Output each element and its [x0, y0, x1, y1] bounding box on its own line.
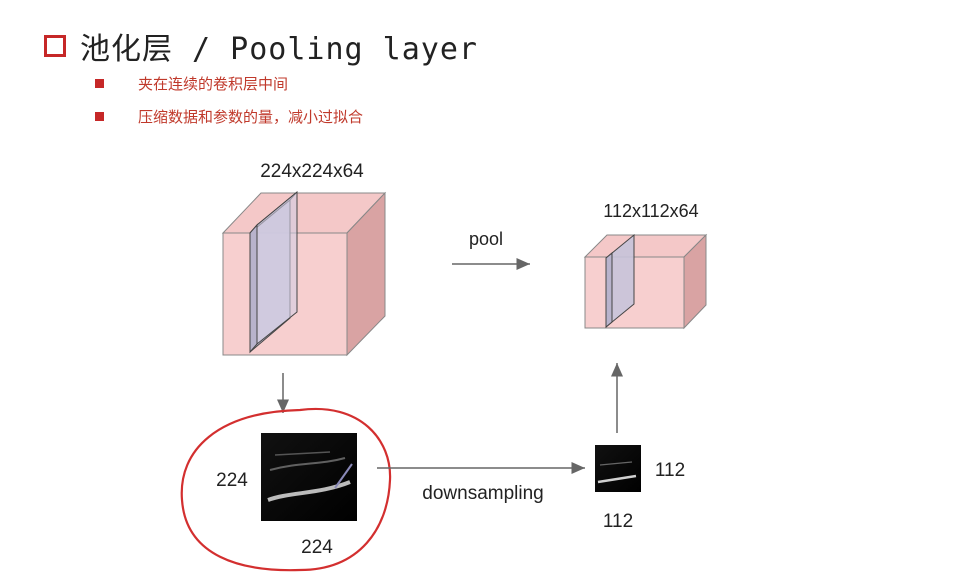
output-volume-cube	[585, 235, 706, 328]
downsampling-label: downsampling	[422, 483, 543, 504]
output-feature-map	[595, 445, 641, 492]
input-map-width-label: 224	[301, 537, 333, 558]
output-volume-label: 112x112x64	[603, 201, 698, 221]
pool-label: pool	[469, 229, 503, 249]
input-map-height-label: 224	[216, 470, 248, 491]
output-map-height-label: 112	[655, 460, 685, 481]
input-volume-cube	[223, 192, 385, 355]
input-volume-label: 224x224x64	[260, 161, 364, 182]
input-feature-map	[261, 433, 357, 521]
output-map-width-label: 112	[603, 511, 633, 532]
